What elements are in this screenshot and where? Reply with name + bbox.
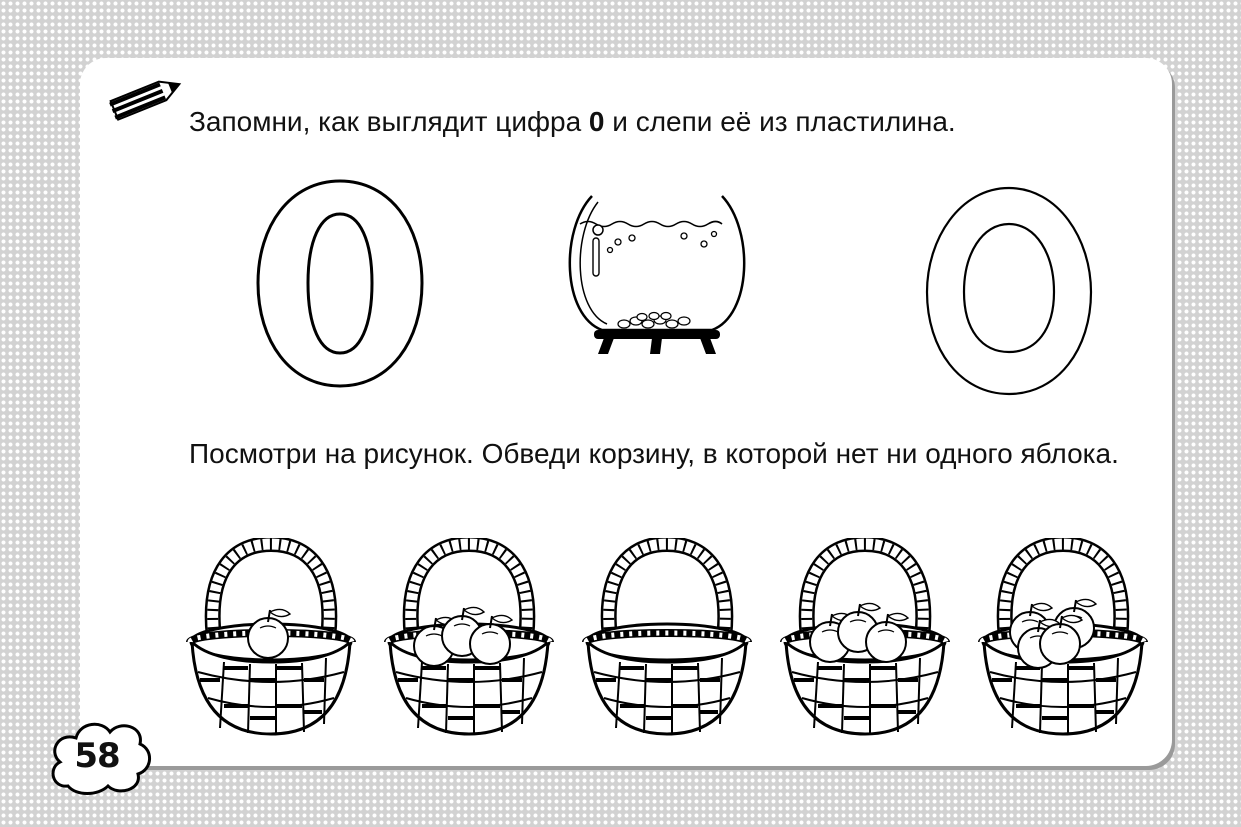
- zero-outline-thin: [925, 186, 1093, 396]
- fishbowl-icon: [568, 195, 746, 354]
- instruction-circle-basket: Посмотри на рисунок. Обведи корзину, в к…: [189, 438, 1119, 469]
- basket-row: [186, 538, 1148, 738]
- basket-option-1[interactable]: [186, 538, 356, 738]
- zero-outline-bold: [256, 179, 424, 388]
- basket-option-4[interactable]: [780, 538, 950, 738]
- basket-option-3[interactable]: [582, 538, 752, 738]
- instruction-memorize-digit: Запомни, как выглядит цифра 0 и слепи её…: [189, 106, 956, 137]
- page-number: 58: [74, 736, 120, 776]
- page-number-cloud-icon: [51, 722, 151, 795]
- digit-zero-text: 0: [588, 106, 605, 137]
- basket-option-5[interactable]: [978, 538, 1148, 738]
- basket-option-2[interactable]: [384, 538, 554, 738]
- pencil-icon: [109, 80, 182, 121]
